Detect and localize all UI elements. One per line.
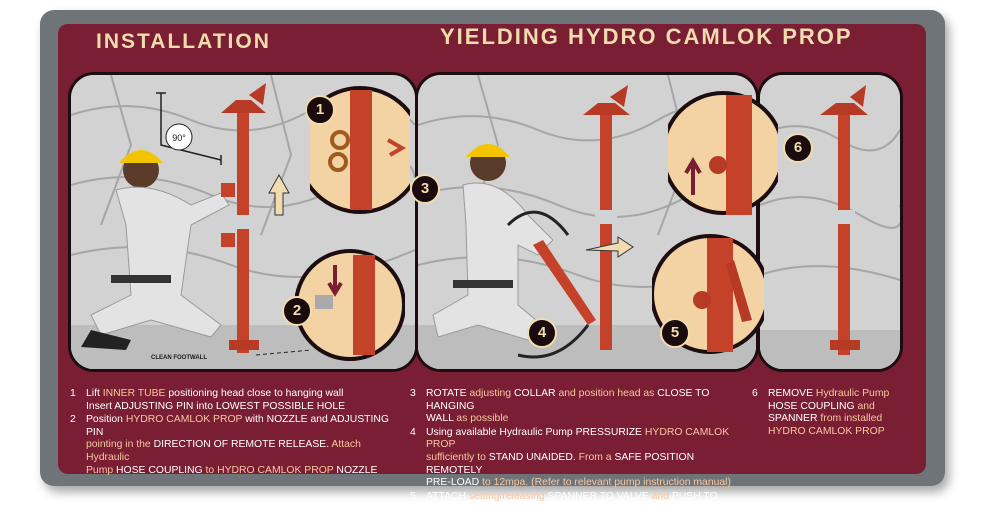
instruction-line: pointing in the DIRECTION OF REMOTE RELE…	[86, 439, 400, 464]
highlight-text: HYDRO CAMLOK PROP	[125, 414, 243, 426]
step-badge-4: 4	[527, 318, 557, 348]
instruction-text: PRE-LOAD	[426, 477, 480, 489]
detail-circle-2	[295, 249, 405, 361]
instruction-line: Insert ADJUSTING PIN into LOWEST POSSIBL…	[86, 401, 400, 414]
highlight-text: INNER TUBE	[102, 388, 166, 399]
step-number: 2	[70, 414, 76, 426]
instructions-col-2: 3 ROTATE adjusting COLLAR and position he…	[410, 388, 745, 517]
detail-circle-6	[668, 91, 778, 215]
instruction-text: with NOZZLE and ADJUSTING PIN	[86, 414, 389, 438]
highlight-text: HYDRO CAMLOK PROP	[768, 425, 885, 437]
page-title: YIELDING HYDRO CAMLOK PROP	[440, 24, 853, 49]
highlight-text: and position head as	[555, 388, 658, 399]
instruction-step-2: 2 Position HYDRO CAMLOK PROP with NOZZLE …	[70, 414, 400, 477]
highlight-text: pointing in the	[86, 439, 154, 451]
footwall-label: CLEAN FOOTWALL	[151, 355, 207, 361]
instruction-text: Position	[86, 414, 126, 426]
section-tab	[58, 24, 330, 64]
instruction-text: ATTACH	[426, 490, 467, 502]
instruction-line: sufficiently to STAND UNAIDED. From a SA…	[426, 452, 745, 477]
highlight-text: Pump	[86, 464, 117, 476]
instruction-text: NOZZLE	[333, 464, 378, 476]
instruction-line: HOSE COUPLING and	[768, 401, 902, 414]
instruction-text: COLLAR	[513, 388, 556, 399]
instruction-text: SAFE POSITION REMOTELY	[426, 451, 695, 476]
angle-label: 90°	[172, 133, 186, 143]
instruction-text: SPANNER	[768, 413, 818, 425]
instruction-line: ATTACH setting/releasing SPANNER TO VALV…	[426, 491, 745, 516]
section-label: INSTALLATION	[96, 30, 271, 53]
instruction-text: REMOVE	[768, 388, 814, 399]
step-number: 5	[410, 490, 416, 502]
highlight-text: and	[648, 490, 672, 502]
highlight-text: Attach Hydraulic	[86, 439, 361, 463]
instruction-text: Insert ADJUSTING PIN into LOWEST POSSIBL…	[86, 400, 346, 412]
instruction-line: Position HYDRO CAMLOK PROP with NOZZLE a…	[86, 414, 400, 439]
detail-circle-1	[310, 86, 410, 214]
instruction-text: PRESSURIZE	[575, 426, 642, 438]
scene-panel-3	[757, 72, 903, 372]
instruction-text: CLOSE TO HANGING	[426, 388, 710, 412]
highlight-text: HYDRO CAMLOK PROP	[426, 426, 730, 451]
instruction-line: ROTATE adjusting COLLAR and position hea…	[426, 388, 745, 413]
highlight-text: adjusting	[466, 388, 514, 399]
highlight-text: and	[854, 400, 875, 412]
highlight-text: from installed	[817, 413, 883, 425]
highlight-text: to	[202, 464, 218, 476]
scene-3-illustration	[760, 75, 900, 369]
step-number: 4	[410, 426, 416, 438]
instruction-line: Lift INNER TUBE positioning head close t…	[86, 388, 400, 401]
step-badge-5: 5	[660, 318, 690, 348]
instruction-text: positioning head close to hanging wall	[165, 388, 344, 399]
instruction-text: Using available Hydraulic Pump	[426, 426, 576, 438]
step-number: 6	[752, 388, 758, 399]
instruction-text: HOSE COUPLING	[116, 464, 203, 476]
instruction-line: REMOVE Hydraulic Pump	[768, 388, 902, 401]
instruction-line: Using available Hydraulic Pump PRESSURIZ…	[426, 427, 745, 452]
highlight-text: setting/releasing	[466, 490, 548, 502]
instruction-line: SPANNER from installed	[768, 413, 902, 426]
instruction-step-5: 5 ATTACH setting/releasing SPANNER TO VAL…	[410, 491, 745, 516]
instruction-step-4: 4 Using available Hydraulic Pump PRESSURI…	[410, 427, 745, 490]
highlight-text: From a	[575, 451, 615, 463]
instruction-line: HYDRO CAMLOK PROP	[768, 426, 902, 439]
highlight-text: sufficiently to	[426, 451, 489, 463]
instruction-step-1: 1 Lift INNER TUBE positioning head close …	[70, 388, 400, 413]
instruction-text: DIRECTION OF REMOTE RELEASE.	[153, 439, 330, 451]
highlight-text: Hydraulic Pump	[813, 388, 890, 399]
step-badge-1: 1	[305, 95, 335, 125]
step-badge-2: 2	[282, 296, 312, 326]
highlight-text: to 12mpa. (Refer to relevant pump instru…	[479, 477, 731, 489]
instruction-text: ROTATE	[426, 388, 467, 399]
instruction-text: Lift	[86, 388, 103, 399]
instructions-col-1: 1 Lift INNER TUBE positioning head close …	[70, 388, 400, 478]
instruction-line: Pump HOSE COUPLING to HYDRO CAMLOK PROP …	[86, 465, 400, 478]
instruction-text: WALL	[426, 413, 454, 425]
instruction-text: PUSH TO CLOSE	[426, 490, 718, 515]
highlight-text: HYDRO CAMLOK PROP	[217, 464, 334, 476]
step-number: 1	[70, 388, 76, 399]
step-badge-3: 3	[410, 174, 440, 204]
highlight-text: as possible	[453, 413, 509, 425]
step-number: 3	[410, 388, 416, 399]
instruction-line: PRE-LOAD to 12mpa. (Refer to relevant pu…	[426, 477, 745, 490]
instruction-line: WALL as possible	[426, 413, 745, 426]
instruction-text: SPANNER TO VALVE	[547, 490, 649, 502]
instruction-text: STAND UNAIDED.	[488, 451, 576, 463]
instruction-step-3: 3 ROTATE adjusting COLLAR and position he…	[410, 388, 745, 426]
step-badge-6: 6	[783, 133, 813, 163]
instruction-text: HOSE COUPLING	[768, 400, 855, 412]
